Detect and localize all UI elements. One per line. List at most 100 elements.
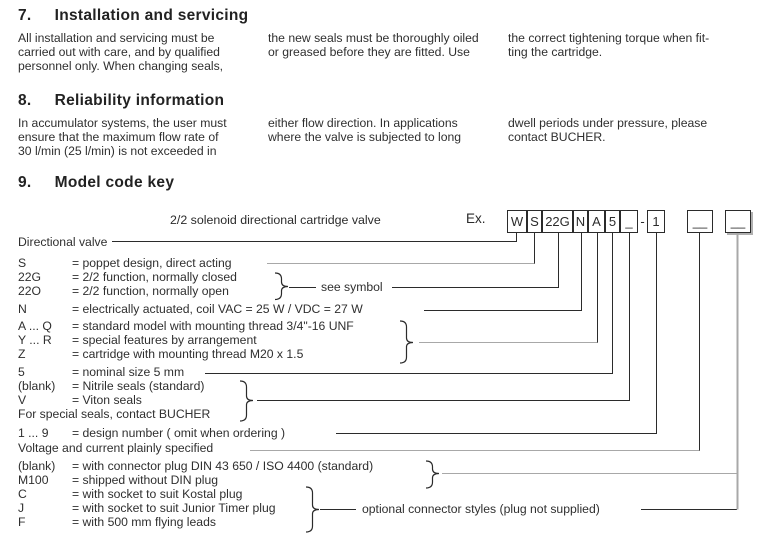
model-code-box: _	[620, 210, 638, 233]
see-symbol-annotation: see symbol	[321, 280, 383, 294]
section-7-number: 7.	[18, 7, 32, 24]
brace-optional-connector	[305, 486, 320, 533]
code-description: = 2/2 function, normally open	[72, 284, 229, 298]
code-label: (blank)	[18, 459, 56, 473]
code-label: For special seals, contact BUCHER	[18, 407, 211, 421]
model-code-key-row: 1 ... 9= design number ( omit when order…	[18, 427, 285, 440]
brace-mounting	[399, 320, 414, 364]
code-description: = with connector plug DIN 43 650 / ISO 4…	[72, 459, 374, 473]
code-label: Directional valve	[18, 235, 108, 249]
code-label: Voltage and current plainly specified	[18, 441, 214, 455]
body-text-line: dwell periods under pressure, please	[508, 116, 708, 130]
model-code-key-row: A ... Q = standard model with mounting th…	[18, 320, 354, 333]
brace-din-plug	[425, 460, 440, 489]
code-label: A ... Q	[18, 319, 52, 333]
model-code-box: 1	[647, 210, 665, 233]
model-code-key-row: Voltage and current plainly specified	[18, 442, 213, 455]
model-code-box: A	[588, 210, 605, 233]
connector-see-symbol-right	[392, 233, 560, 289]
model-code-key-row: 22G = 2/2 function, normally closed	[18, 271, 237, 284]
code-description: = design number ( omit when ordering )	[72, 426, 286, 440]
section-8-heading: 8. Reliability information	[18, 92, 224, 110]
code-description: = cartridge with mounting thread M20 x 1…	[72, 347, 304, 361]
section-7-title: Installation and servicing	[54, 7, 249, 24]
model-code-key-row: Directional valve	[18, 236, 107, 249]
section-9-title: Model code key	[54, 174, 175, 191]
model-code-key-row: V = Viton seals	[18, 394, 142, 407]
code-description: = shipped without DIN plug	[72, 473, 219, 487]
model-code-box: N	[573, 210, 588, 233]
code-description: = standard model with mounting thread 3/…	[72, 319, 354, 333]
body-text-line: In accumulator systems, the user must	[18, 116, 227, 130]
optional-connector-annotation: optional connector styles (plug not supp…	[362, 502, 600, 516]
model-code-key-row: M100 = shipped without DIN plug	[18, 474, 218, 487]
code-description: = Viton seals	[72, 393, 142, 407]
model-code-key-row: C = with socket to suit Kostal plug	[18, 488, 242, 501]
code-label: 5	[18, 365, 25, 379]
body-text-line: contact BUCHER.	[508, 130, 606, 145]
code-description: = with socket to suit Junior Timer plug	[72, 501, 276, 515]
model-code-key-row: Y ... R= special features by arrangement	[18, 334, 257, 347]
code-label: J	[18, 501, 25, 515]
body-text-line: or greased before they are fitted. Use	[268, 45, 470, 60]
code-description: = poppet design, direct acting	[72, 256, 232, 270]
body-text-line: either flow direction. In applications	[268, 116, 458, 130]
connector-directional-valve	[112, 233, 518, 243]
body-text-line: the new seals must be thoroughly oiled	[268, 31, 479, 45]
code-label: N	[18, 302, 27, 316]
model-code-key-row: 5 = nominal size 5 mm	[18, 366, 184, 379]
model-code-key-row: N = electrically actuated, coil VAC = 25 …	[18, 303, 363, 316]
model-code-box: __	[687, 210, 713, 233]
code-description: = special features by arrangement	[72, 333, 257, 347]
body-text-line: 30 l/min (25 l/min) is not exceeded in	[18, 144, 217, 159]
body-text-line: the correct tightening torque when fit-	[508, 31, 710, 45]
section-9-number: 9.	[18, 174, 32, 191]
connector-design-number	[336, 233, 658, 435]
model-code-key-row: Z= cartridge with mounting thread M20 x …	[18, 348, 303, 361]
code-label: C	[18, 487, 27, 501]
model-code-box: 22G	[542, 210, 573, 233]
code-description: = Nitrile seals (standard)	[72, 379, 205, 393]
code-label: F	[18, 515, 26, 529]
code-label: V	[18, 393, 27, 407]
connector-coil	[424, 233, 583, 312]
code-description: = with socket to suit Kostal plug	[72, 487, 243, 501]
brace-seals	[239, 380, 254, 422]
model-code-key-row: S= poppet design, direct acting	[18, 257, 232, 270]
model-code-key-row: F = with 500 mm flying leads	[18, 516, 216, 529]
section-9-heading: 9. Model code key	[18, 174, 174, 192]
body-text-line: All installation and servicing must be	[18, 31, 215, 45]
code-description: = electrically actuated, coil VAC = 25 W…	[72, 302, 363, 316]
model-code-key-row: For special seals, contact BUCHER	[18, 408, 210, 421]
body-text-line: carried out with care, and by qualified	[18, 45, 220, 60]
section-8-title: Reliability information	[54, 92, 225, 109]
code-label: M100	[18, 473, 49, 487]
model-code-key-row: (blank) = with connector plug DIN 43 650 …	[18, 460, 373, 473]
body-text-line: personnel only. When changing seals,	[18, 59, 224, 74]
model-code-box: 5	[605, 210, 620, 233]
example-label: Ex.	[466, 211, 486, 226]
section-column: the correct tightening torque when fit-t…	[508, 31, 709, 59]
code-description: = nominal size 5 mm	[72, 365, 185, 379]
body-text-line: ting the cartridge.	[508, 45, 603, 60]
code-label: 22G	[18, 270, 42, 284]
code-description: = with 500 mm flying leads	[72, 515, 216, 529]
model-code-key-row: J = with socket to suit Junior Timer plug	[18, 502, 276, 515]
model-code-box: W	[507, 210, 527, 233]
product-type-label: 2/2 solenoid directional cartridge valve	[170, 213, 381, 227]
model-code-key-row: (blank) = Nitrile seals (standard)	[18, 380, 204, 393]
model-code-box: S	[527, 210, 542, 233]
code-separator-dash: -	[640, 214, 645, 229]
model-code-key-row: 22O = 2/2 function, normally open	[18, 285, 229, 298]
section-7-heading: 7. Installation and servicing	[18, 7, 248, 25]
code-description: = 2/2 function, normally closed	[72, 270, 237, 284]
code-label: 22O	[18, 284, 42, 298]
brace-function	[274, 272, 289, 301]
code-label: (blank)	[18, 379, 56, 393]
